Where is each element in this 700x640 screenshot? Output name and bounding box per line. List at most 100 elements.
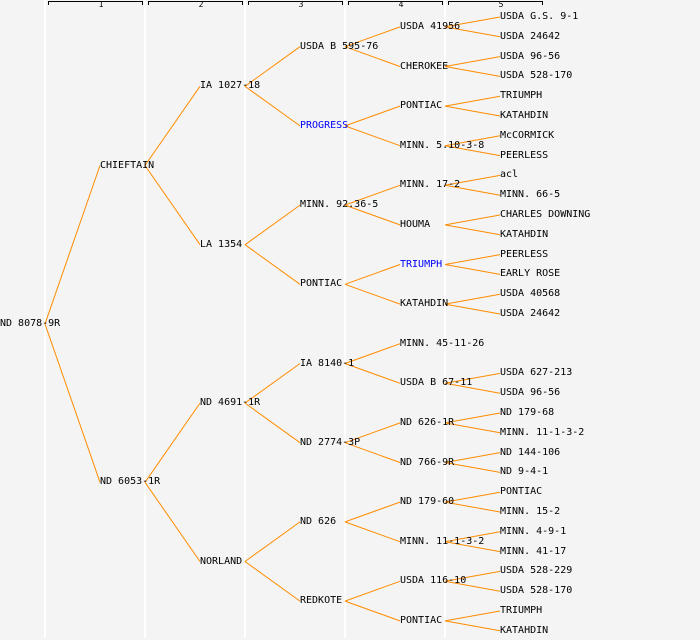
pedigree-link [444,541,501,553]
pedigree-node[interactable]: ND 144-106 [500,446,561,458]
pedigree-link [244,402,301,444]
pedigree-node[interactable]: ND 179-60 [400,496,455,508]
generation-bracket [148,1,243,5]
pedigree-node[interactable]: ND 4691-1R [200,397,261,409]
pedigree-node[interactable]: MINN. 5.10-3-8 [400,139,485,151]
pedigree-node[interactable]: PONTIAC [400,100,443,112]
pedigree-node[interactable]: MINN. 17-2 [400,179,461,191]
pedigree-link [244,85,301,127]
pedigree-link [444,224,501,236]
pedigree-link [444,174,501,186]
pedigree-link [44,323,101,483]
pedigree-node[interactable]: MINN. 45-11-26 [400,337,485,349]
pedigree-node[interactable]: ND 626-1R [400,416,455,428]
pedigree-node[interactable]: USDA 96-56 [500,387,561,399]
pedigree-node[interactable]: PONTIAC [400,614,443,626]
pedigree-node[interactable]: PONTIAC [300,278,343,290]
pedigree-node[interactable]: USDA 24642 [500,30,561,42]
pedigree-node[interactable]: TRIUMPH [400,258,443,270]
pedigree-link [344,442,401,463]
pedigree-link [344,363,401,384]
pedigree-node[interactable]: USDA 528-170 [500,70,573,82]
pedigree-node[interactable]: HOUMA [400,218,431,230]
pedigree-node[interactable]: ND 179-68 [500,407,555,418]
pedigree-node[interactable]: acl [500,169,519,181]
pedigree-node[interactable]: USDA B 595-76 [300,40,379,52]
pedigree-node[interactable]: USDA G.S. 9-1 [500,11,579,22]
pedigree-link [244,244,301,285]
pedigree-node[interactable]: ND 2774-3P [300,436,361,448]
pedigree-node[interactable]: IA 8140-1 [300,357,355,369]
pedigree-node[interactable]: CHARLES DOWNING [500,209,591,220]
pedigree-link [344,521,401,543]
pedigree-node[interactable]: USDA B 67-11 [400,377,473,389]
generation-label: 3 [298,0,304,9]
pedigree-node[interactable]: KATAHDIN [400,298,449,310]
pedigree-link [444,254,501,265]
generation-label: 1 [98,0,104,9]
pedigree-link [44,165,101,325]
pedigree-link [444,412,501,424]
pedigree-node[interactable]: MINN. 15-2 [500,506,561,517]
pedigree-link [344,422,401,444]
pedigree-node[interactable]: MINN. 41-17 [500,545,567,557]
pedigree-node[interactable]: MINN. 4-9-1 [500,525,567,537]
pedigree-node[interactable]: MINN. 11-1-3-2 [500,426,585,438]
pedigree-link [344,26,401,48]
pedigree-link [344,343,401,364]
generation-bracket [48,1,143,5]
pedigree-node[interactable]: ND 626 [300,515,337,527]
pedigree-node[interactable]: PONTIAC [500,486,543,498]
pedigree-link [444,303,501,315]
generation-label: 2 [198,0,204,9]
pedigree-link [444,214,501,226]
pedigree-node[interactable]: EARLY ROSE [500,268,561,280]
pedigree-node[interactable]: ND 6053-1R [100,476,161,488]
pedigree-node[interactable]: TRIUMPH [500,605,543,616]
pedigree-node[interactable]: KATAHDIN [500,624,549,636]
generation-bracket [348,1,443,5]
pedigree-node[interactable]: USDA 24642 [500,308,561,319]
pedigree-node[interactable]: McCORMICK [500,129,555,141]
pedigree-node[interactable]: KATAHDIN [500,110,549,121]
pedigree-link [444,580,501,592]
pedigree-node[interactable]: USDA 627-213 [500,367,573,379]
pedigree-link [344,105,401,127]
pedigree-node[interactable]: LA 1354 [200,238,243,250]
pedigree-link [444,105,501,117]
generation-bracket [448,1,543,5]
pedigree-node[interactable]: PROGRESS [300,119,349,131]
pedigree-node[interactable]: PEERLESS [500,149,549,161]
pedigree-link [444,462,501,473]
pedigree-node[interactable]: PEERLESS [500,248,549,260]
pedigree-link [444,293,501,305]
pedigree-node[interactable]: IA 1027-18 [200,80,261,92]
pedigree-node[interactable]: USDA 41956 [400,20,461,32]
pedigree-node[interactable]: MINN. 11-1-3-2 [400,535,485,547]
column-divider [344,0,346,638]
pedigree-node[interactable]: USDA 528-170 [500,585,573,597]
column-divider [444,0,446,638]
pedigree-node[interactable]: ND 9-4-1 [500,466,549,478]
pedigree-root[interactable]: ND 8078-9R [0,317,61,329]
pedigree-node[interactable]: MINN. 92.36-5 [300,199,379,211]
pedigree-link [244,521,301,562]
pedigree-node[interactable]: REDKOTE [300,595,343,607]
generation-label: 5 [498,0,504,9]
pedigree-node[interactable]: CHEROKEE [400,60,449,72]
pedigree-node[interactable]: KATAHDIN [500,228,549,240]
pedigree-node[interactable]: USDA 40568 [500,288,561,300]
pedigree-link [444,570,501,582]
pedigree-node[interactable]: NORLAND [200,555,243,567]
pedigree-link [444,382,501,394]
pedigree-node[interactable]: USDA 528-229 [500,565,573,577]
pedigree-node[interactable]: CHIEFTAIN [100,159,155,171]
pedigree-node[interactable]: ND 766-9R [400,456,455,468]
pedigree-node[interactable]: USDA 116-10 [400,575,467,587]
pedigree-node[interactable]: MINN. 66-5 [500,189,561,201]
pedigree-node[interactable]: USDA 96-56 [500,50,561,62]
pedigree-node[interactable]: TRIUMPH [500,90,543,102]
column-divider [144,0,146,638]
